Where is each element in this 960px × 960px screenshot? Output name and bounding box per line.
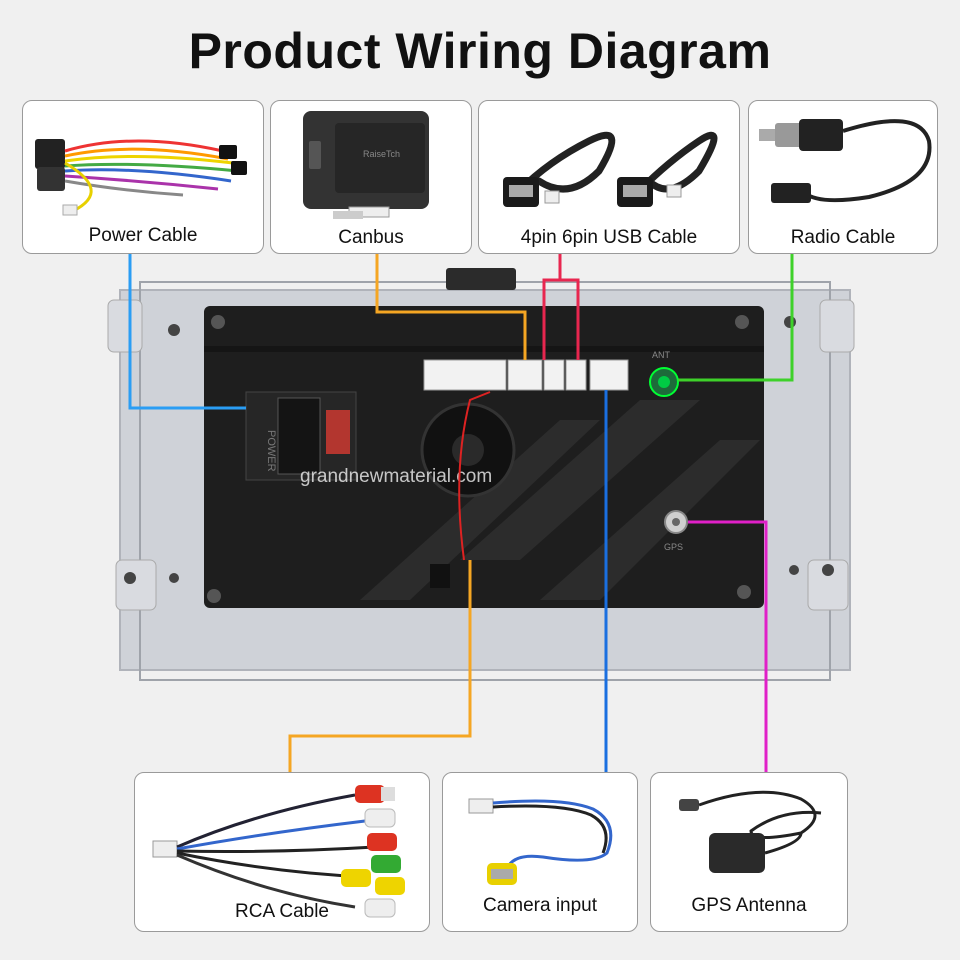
camera-port: [589, 359, 629, 391]
power-cable-image: [35, 139, 247, 216]
power-cable-card: Power Cable: [22, 100, 264, 254]
usb-cable-label: 4pin 6pin USB Cable: [520, 227, 698, 248]
rca-cable-card: RCA Cable: [134, 772, 430, 932]
usb-cable-card: 4pin 6pin USB Cable: [478, 100, 740, 254]
gps-antenna-image: [679, 790, 822, 873]
radio-cable-label: Radio Cable: [790, 227, 896, 248]
gps-antenna-label: GPS Antenna: [691, 895, 807, 916]
camera-input-image: [468, 798, 613, 885]
canbus-label: Canbus: [338, 227, 404, 248]
usb-cable-image: [503, 131, 718, 207]
watermark-text: grandnewmaterial.com: [300, 466, 493, 487]
camera-input-card: Camera input: [442, 772, 638, 932]
radio-cable-card: Radio Cable: [748, 100, 938, 254]
camera-input-label: Camera input: [482, 895, 598, 916]
canbus-port: [507, 359, 543, 391]
canbus-brand-text: RaiseTch: [363, 149, 400, 159]
gps-antenna-card: GPS Antenna: [650, 772, 848, 932]
usb-port-b: [565, 359, 587, 391]
usb-port-a: [543, 359, 565, 391]
rca-cable-label: RCA Cable: [235, 901, 329, 922]
rca-cable-image: [152, 785, 405, 918]
power-port-label: POWER: [265, 430, 277, 472]
radio-cable-image: [759, 119, 932, 203]
canbus-box-image: RaiseTch: [303, 111, 429, 219]
gps-port-label: GPS: [664, 542, 683, 552]
power-cable-label: Power Cable: [88, 225, 198, 246]
rca-port: [423, 359, 507, 391]
ant-label: ANT: [652, 350, 671, 360]
page-title: Product Wiring Diagram: [188, 23, 772, 79]
canbus-card: RaiseTch Canbus: [270, 100, 472, 254]
